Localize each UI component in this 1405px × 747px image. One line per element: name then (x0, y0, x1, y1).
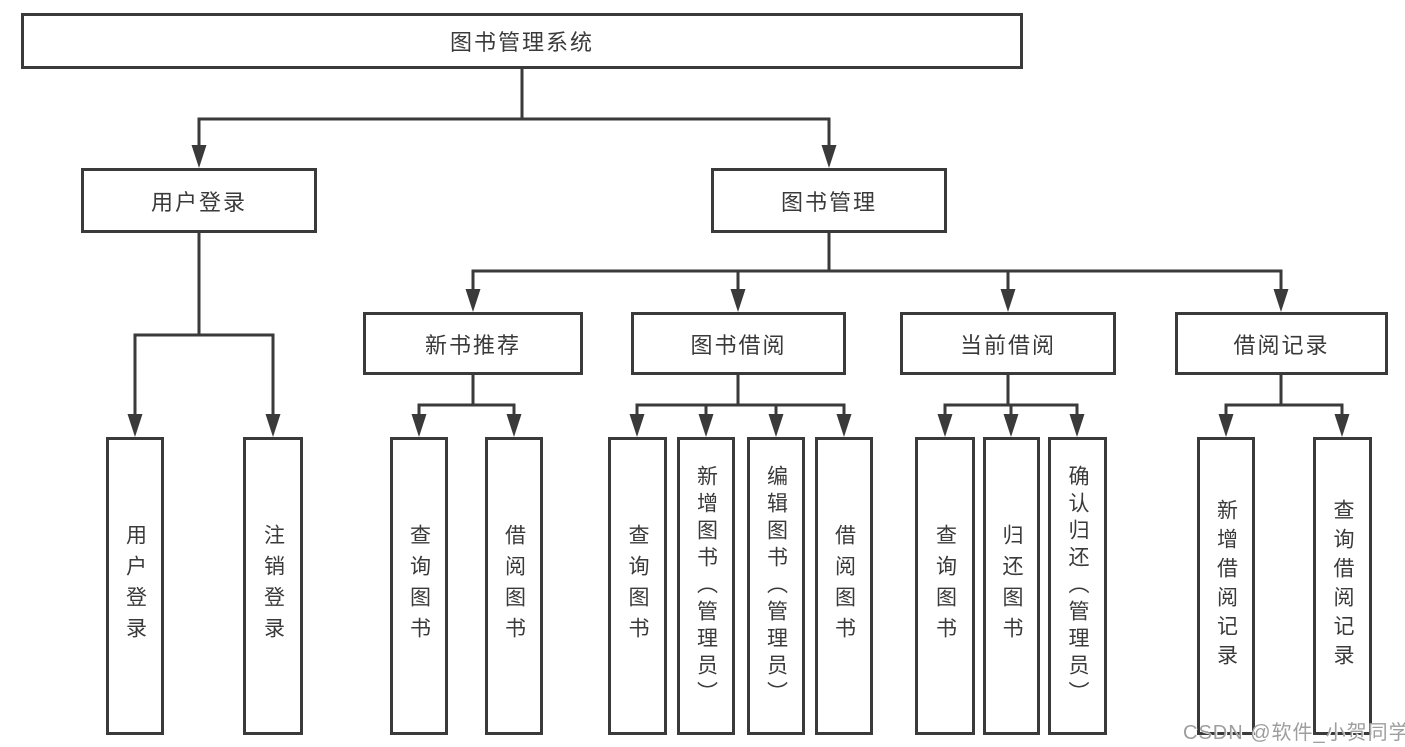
node-leaf-nr-query-books: 查询图书 (390, 437, 448, 735)
node-leaf-bb-add-books: 新增图书（管理员） (677, 437, 735, 735)
node-leaf-bb-edit-books: 编辑图书（管理员） (747, 437, 805, 735)
node-leaf-nr-borrow-books: 借阅图书 (485, 437, 543, 735)
node-leaf-bb-add-books-label: 新增图书（管理员） (694, 464, 718, 708)
node-leaf-br-add-record: 新增借阅记录 (1197, 437, 1255, 735)
node-leaf-user-login: 用户登录 (106, 437, 164, 735)
node-leaf-cb-confirm-return: 确认归还（管理员） (1048, 437, 1107, 735)
node-leaf-user-login-label: 用户登录 (123, 524, 147, 648)
node-user-login-label: 用户登录 (150, 189, 247, 215)
node-library-system-label: 图书管理系统 (449, 30, 594, 55)
node-leaf-logout: 注销登录 (243, 437, 303, 735)
node-leaf-cb-confirm-return-label: 确认归还（管理员） (1066, 464, 1089, 708)
node-leaf-cb-query-books: 查询图书 (915, 437, 975, 735)
csdn-watermark: CSDN @软件_小贺同学 (1183, 722, 1405, 744)
node-book-management: 图书管理 (711, 168, 947, 233)
node-leaf-bb-query-books-label: 查询图书 (626, 524, 649, 648)
connector-paths (133, 69, 1344, 419)
node-library-system: 图书管理系统 (21, 13, 1023, 69)
node-borrowing-records-label: 借阅记录 (1233, 332, 1330, 358)
node-new-book-recommend-label: 新书推荐 (424, 332, 521, 358)
node-user-login: 用户登录 (81, 168, 317, 233)
arrow-down-icons (127, 145, 1350, 437)
node-current-borrowing: 当前借阅 (900, 312, 1116, 375)
node-leaf-br-query-record: 查询借阅记录 (1313, 437, 1372, 735)
node-borrowing-records: 借阅记录 (1175, 312, 1388, 375)
node-book-management-label: 图书管理 (780, 189, 877, 215)
node-leaf-br-query-record-label: 查询借阅记录 (1331, 499, 1354, 673)
node-book-borrowing: 图书借阅 (631, 312, 846, 375)
node-leaf-cb-return-books: 归还图书 (983, 437, 1040, 735)
node-book-borrowing-label: 图书借阅 (690, 332, 787, 358)
node-leaf-cb-query-books-label: 查询图书 (933, 524, 957, 648)
node-leaf-nr-query-books-label: 查询图书 (407, 524, 431, 648)
node-leaf-bb-borrow-books: 借阅图书 (815, 437, 873, 735)
node-current-borrowing-label: 当前借阅 (959, 332, 1056, 358)
node-leaf-nr-borrow-books-label: 借阅图书 (502, 524, 526, 648)
node-leaf-cb-return-books-label: 归还图书 (1000, 524, 1023, 648)
node-leaf-bb-borrow-books-label: 借阅图书 (832, 524, 856, 648)
node-leaf-logout-label: 注销登录 (261, 524, 285, 648)
node-leaf-bb-edit-books-label: 编辑图书（管理员） (764, 464, 788, 708)
node-leaf-bb-query-books: 查询图书 (608, 437, 667, 735)
node-leaf-br-add-record-label: 新增借阅记录 (1214, 499, 1238, 673)
node-new-book-recommend: 新书推荐 (363, 312, 583, 375)
